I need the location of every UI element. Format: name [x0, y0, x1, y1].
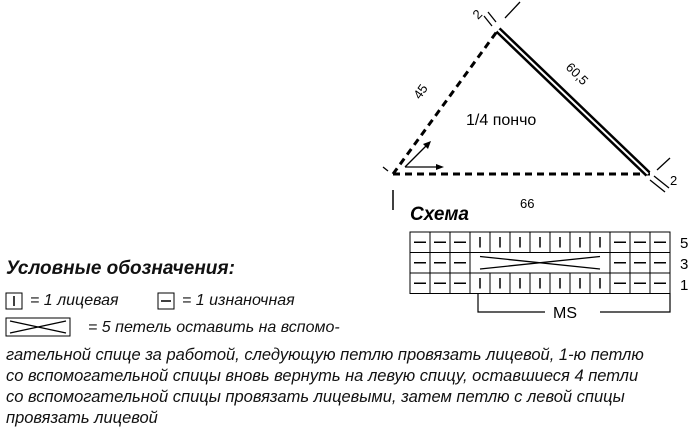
legend-knit: = 1 лицевая	[30, 292, 119, 309]
row-label: 5	[680, 235, 688, 252]
corner-top-label: 2	[470, 6, 486, 22]
poncho-title: 1/4 пончо	[466, 112, 536, 129]
arrow-diagonal	[404, 143, 429, 168]
corner-right-label: 2	[670, 173, 677, 188]
legend-cross: = 5 петель оставить на вспомо-	[88, 319, 340, 336]
stitch-chart	[409, 231, 671, 294]
row-label: 1	[680, 277, 688, 294]
knit-symbol-icon	[5, 292, 23, 310]
cross-mark	[479, 255, 601, 270]
left-side-label: 45	[410, 81, 431, 101]
legend-purl: = 1 изнаночная	[182, 292, 295, 309]
legend-cross-description: гательной спице за работой, следующую пе…	[6, 345, 700, 429]
purl-symbol-icon	[157, 292, 175, 310]
row-label: 3	[680, 256, 688, 273]
legend-line: провязать лицевой	[6, 409, 158, 427]
left-side-dashed	[391, 29, 500, 175]
legend-line: со вспомогательной спицы вновь вернуть н…	[6, 367, 639, 385]
scheme-title: Схема	[410, 204, 469, 225]
bottom-side-label: 66	[520, 196, 534, 211]
cross-symbol-icon	[5, 317, 71, 337]
repeat-label: MS	[553, 305, 577, 322]
purl-cell	[649, 272, 671, 294]
legend-title: Условные обозначения:	[6, 258, 235, 279]
right-side-label: 60,5	[563, 60, 592, 89]
repeat-bracket	[477, 293, 545, 313]
legend-line: со вспомогательной спицы провязать лицев…	[6, 388, 625, 406]
legend-line: гательной спице за работой, следующую пе…	[6, 346, 644, 364]
